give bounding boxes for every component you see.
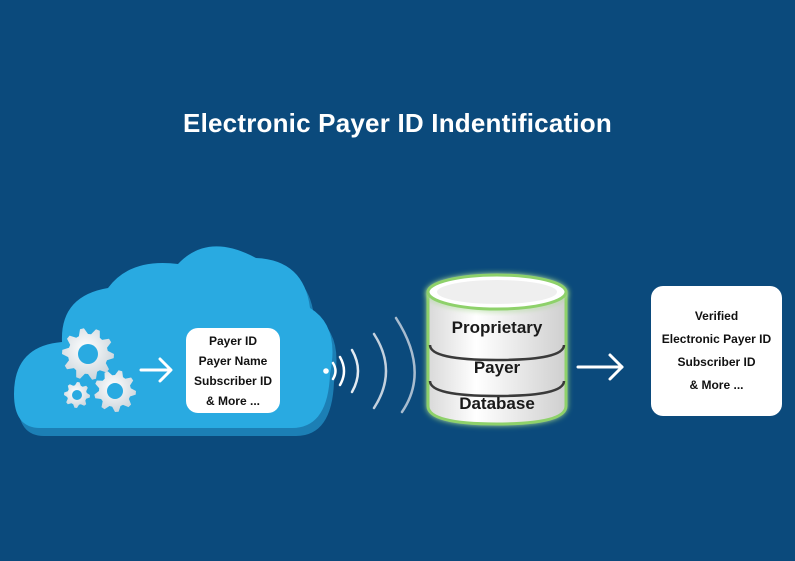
cloud-icon bbox=[14, 246, 337, 436]
result-line: & More ... bbox=[689, 378, 744, 392]
arrow-right-icon bbox=[139, 357, 173, 383]
gear-icon bbox=[62, 328, 114, 380]
database-layer-label: Payer bbox=[473, 358, 521, 377]
payer-info-line: Payer ID bbox=[208, 333, 258, 348]
result-line: Subscriber ID bbox=[677, 355, 756, 369]
gear-icon bbox=[94, 370, 136, 412]
diagram-title: Electronic Payer ID Indentification bbox=[183, 108, 612, 138]
gear-icon bbox=[64, 382, 90, 408]
database-layer-label: Database bbox=[459, 394, 535, 413]
wireless-signal-icon bbox=[323, 316, 416, 414]
database-icon bbox=[426, 273, 568, 426]
result-line: Verified bbox=[694, 309, 739, 323]
payer-info-line: Payer Name bbox=[198, 353, 268, 368]
verified-result-box: Verified Electronic Payer ID Subscriber … bbox=[651, 286, 782, 416]
payer-info-box: Payer ID Payer Name Subscriber ID & More… bbox=[186, 328, 280, 413]
arrow-right-icon bbox=[576, 353, 624, 381]
payer-info-line: Subscriber ID bbox=[193, 373, 273, 388]
payer-info-line: & More ... bbox=[205, 393, 260, 408]
database-layer-label: Proprietary bbox=[451, 318, 543, 337]
result-line: Electronic Payer ID bbox=[661, 332, 772, 346]
